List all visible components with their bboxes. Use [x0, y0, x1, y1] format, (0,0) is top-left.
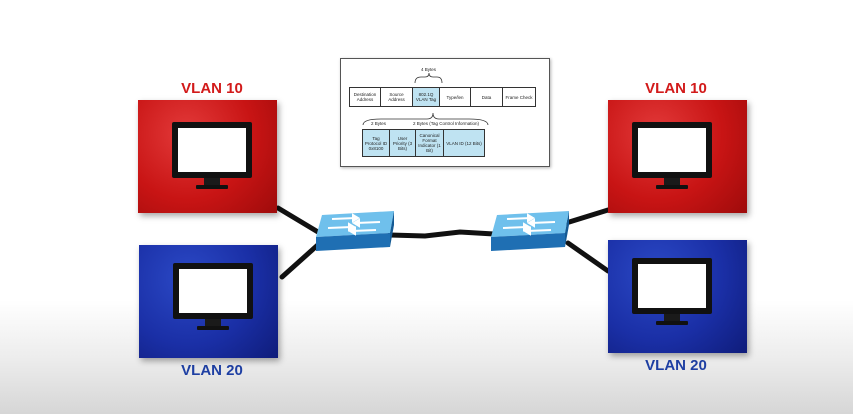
vlan-label-bottom-right: VLAN 20: [645, 357, 707, 374]
field-destination-address: Destination Address: [349, 87, 381, 107]
tag-field-cfi: Canonical Format Indicator (1 Bit): [415, 129, 444, 157]
cable-right-vlan10: [563, 207, 611, 226]
field-vlan-tag: 802.1Q VLAN Tag: [412, 87, 440, 107]
tag-bytes-label: 4 Bytes: [421, 67, 437, 72]
tag-field-priority: User Priority (3 Bits): [389, 129, 416, 157]
field-frame-check: Frame Check: [502, 87, 536, 107]
network-switch-icon: [316, 211, 394, 251]
tag-header-left: 2 Bytes: [371, 121, 387, 126]
vlan-label-bottom-left: VLAN 20: [181, 362, 243, 379]
vlan20-host-right: [608, 240, 747, 353]
vlan-tag-fields: Tag Protocol ID 0x8100 User Priority (3 …: [362, 129, 485, 157]
ethernet-frame-fields: Destination Address Source Address 802.1…: [349, 87, 536, 107]
field-type-len: Type/len: [439, 87, 471, 107]
network-switch-icon: [491, 211, 569, 251]
vlan20-host-left: [139, 245, 278, 358]
vlan10-host-left: [138, 100, 277, 213]
tag-header-right: 2 Bytes (Tag Control Information): [413, 121, 480, 126]
tag-brace: [362, 72, 489, 126]
cable-right-vlan20: [565, 240, 611, 274]
vlan10-host-right: [608, 100, 747, 213]
vlan-label-top-left: VLAN 10: [181, 80, 243, 97]
monitor-icon: [632, 258, 712, 325]
tag-field-vlan-id: VLAN ID (12 Bits): [443, 129, 485, 157]
monitor-icon: [172, 122, 252, 189]
field-source-address: Source Address: [380, 87, 413, 107]
dot1q-frame-diagram: 4 Bytes Destination Address Source Addre…: [340, 58, 550, 167]
monitor-icon: [632, 122, 712, 189]
tag-field-tpid: Tag Protocol ID 0x8100: [362, 129, 390, 157]
monitor-icon: [173, 263, 253, 330]
field-data: Data: [470, 87, 503, 107]
vlan-label-top-right: VLAN 10: [645, 80, 707, 97]
cable-left-vlan20: [279, 240, 323, 280]
cable-trunk: [387, 229, 497, 239]
cable-left-vlan10: [275, 205, 321, 235]
